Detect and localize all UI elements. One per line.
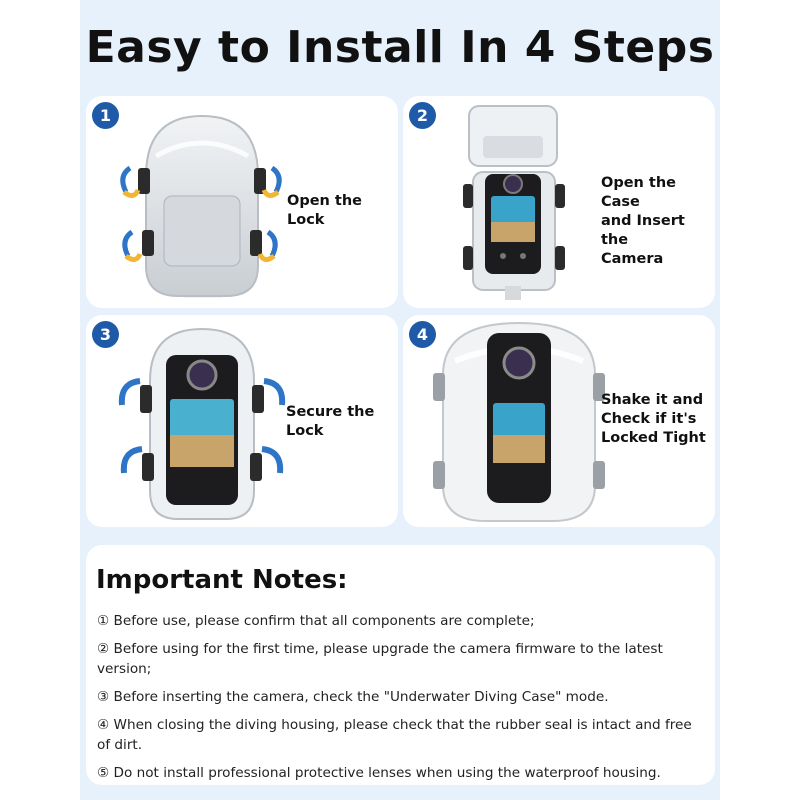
case-open-lock-illustration	[120, 114, 282, 298]
step-number-badge: 1	[92, 102, 119, 129]
notes-title: Important Notes:	[96, 565, 348, 595]
insert-camera-illustration	[463, 105, 565, 300]
step-instruction: Open the Lock	[287, 193, 362, 228]
note-item: ⑤ Do not install professional protective…	[97, 765, 661, 781]
page-title: Easy to Install In 4 Steps	[85, 22, 715, 73]
step-instruction: Open the Case and Insert the Camera	[601, 175, 685, 267]
note-item: ① Before use, please confirm that all co…	[97, 613, 535, 629]
step-number-badge: 3	[92, 321, 119, 348]
step-number-badge: 2	[409, 102, 436, 129]
step-instruction: Secure the Lock	[286, 404, 375, 439]
note-item: ② Before using for the first time, pleas…	[97, 641, 663, 677]
step-card-1: 1 Open the Lock	[86, 96, 398, 308]
rotate-arrow-icon	[118, 378, 286, 474]
step-card-2: 2 Open the Case and Insert the Camera	[403, 96, 715, 308]
locked-case-illustration	[433, 321, 605, 522]
note-item: ③ Before inserting the camera, check the…	[97, 689, 609, 705]
step-card-3: 3 Secure the Lock	[86, 315, 398, 527]
note-item: ④ When closing the diving housing, pleas…	[97, 717, 692, 753]
step-instruction: Shake it and Check if it's Locked Tight	[601, 392, 706, 446]
secure-lock-illustration	[118, 327, 286, 520]
step-number-badge: 4	[409, 321, 436, 348]
rotate-arrow-icon	[120, 165, 282, 262]
important-notes-card: Important Notes: ① Before use, please co…	[86, 545, 715, 785]
notes-list: ① Before use, please confirm that all co…	[97, 611, 709, 791]
step-card-4: 4 Shake it and Check if it's Locked Tigh…	[403, 315, 715, 527]
